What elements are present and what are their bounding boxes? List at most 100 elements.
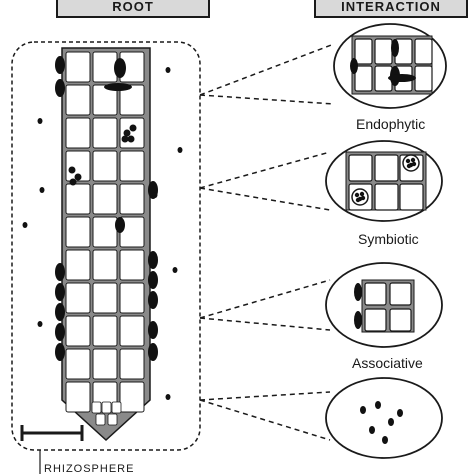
tissue-cell bbox=[414, 65, 433, 92]
bacterium bbox=[55, 79, 65, 97]
root-cell bbox=[65, 381, 91, 413]
bacterium bbox=[37, 118, 43, 124]
oval-content bbox=[345, 35, 433, 444]
scale-label: RHIZOSPHERE bbox=[44, 463, 135, 475]
bacterium bbox=[388, 74, 416, 82]
bacterium bbox=[354, 192, 360, 198]
tissue-cell bbox=[399, 183, 424, 211]
root-cell bbox=[92, 84, 118, 116]
bacterium bbox=[55, 56, 65, 74]
interaction-header: INTERACTION bbox=[314, 0, 468, 18]
tissue-cell bbox=[364, 308, 387, 332]
bacterium bbox=[354, 311, 362, 329]
tissue-cell bbox=[374, 154, 399, 182]
bacterium bbox=[148, 321, 158, 339]
bacterium bbox=[405, 158, 411, 164]
root-header: ROOT bbox=[56, 0, 210, 18]
free-living-oval bbox=[325, 377, 443, 459]
root-cell bbox=[119, 348, 145, 380]
bacterium bbox=[148, 343, 158, 361]
root-cap-cell bbox=[95, 413, 106, 426]
bacterium bbox=[55, 263, 65, 281]
bacterium bbox=[74, 173, 82, 181]
bacterium bbox=[127, 135, 135, 143]
connector-lines bbox=[199, 43, 335, 441]
bacterium bbox=[388, 418, 394, 426]
tissue-cell bbox=[374, 38, 393, 65]
associative-label: Associative bbox=[352, 355, 423, 371]
root-cap-cell bbox=[101, 401, 112, 414]
bacterium bbox=[114, 58, 126, 78]
bacterium bbox=[391, 39, 399, 57]
bacterium bbox=[350, 58, 358, 74]
root-header-label: ROOT bbox=[112, 0, 154, 14]
tissue-cell bbox=[414, 38, 433, 65]
bacterium bbox=[148, 291, 158, 309]
tissue-cell bbox=[354, 65, 373, 92]
bacterium bbox=[22, 222, 28, 228]
symbiotic-label: Symbiotic bbox=[358, 231, 419, 247]
bacterium bbox=[55, 303, 65, 321]
root-cell bbox=[65, 315, 91, 347]
root-cell bbox=[65, 282, 91, 314]
bacterium bbox=[165, 394, 171, 400]
bacterium bbox=[104, 83, 132, 91]
root-cell bbox=[65, 348, 91, 380]
root-cell bbox=[92, 348, 118, 380]
root-cell bbox=[119, 381, 145, 413]
bacterium bbox=[152, 192, 158, 198]
bacterium bbox=[411, 161, 417, 167]
bacteria bbox=[22, 56, 183, 400]
bacterium bbox=[375, 401, 381, 409]
bacterium bbox=[406, 163, 412, 169]
bacterium bbox=[55, 283, 65, 301]
tissue-cell bbox=[354, 38, 373, 65]
bacterium bbox=[382, 436, 388, 444]
tissue-cell bbox=[389, 308, 412, 332]
root-cell bbox=[119, 282, 145, 314]
bacterium bbox=[360, 195, 366, 201]
root-cell bbox=[92, 150, 118, 182]
bacterium bbox=[123, 129, 131, 137]
root-cell bbox=[92, 315, 118, 347]
root-cell bbox=[119, 150, 145, 182]
bacterium bbox=[121, 135, 129, 143]
root-cell bbox=[119, 315, 145, 347]
tissue-cell bbox=[348, 154, 373, 182]
bacterium bbox=[39, 187, 45, 193]
root-cell bbox=[92, 249, 118, 281]
root-cell bbox=[119, 249, 145, 281]
bacterium bbox=[177, 147, 183, 153]
bacterium bbox=[410, 157, 416, 163]
bacterium bbox=[68, 166, 76, 174]
tissue-cell bbox=[364, 282, 387, 306]
root-cell bbox=[65, 84, 91, 116]
bacterium bbox=[37, 321, 43, 327]
root-cell bbox=[65, 183, 91, 215]
scale-bar bbox=[20, 425, 84, 441]
bacterium bbox=[129, 124, 137, 132]
bacterium bbox=[69, 178, 77, 186]
root-cell bbox=[65, 216, 91, 248]
root-cap-cell bbox=[111, 401, 122, 414]
interaction-header-label: INTERACTION bbox=[341, 0, 441, 14]
root-cell bbox=[92, 51, 118, 83]
root-cell bbox=[92, 282, 118, 314]
root-cell bbox=[92, 183, 118, 215]
bacterium bbox=[355, 197, 361, 203]
rhizosphere-boundary bbox=[11, 41, 201, 451]
bacterium bbox=[360, 406, 366, 414]
tissue-cell bbox=[389, 282, 412, 306]
bacterium bbox=[397, 409, 403, 417]
bacterium bbox=[55, 323, 65, 341]
root-cell bbox=[92, 117, 118, 149]
root-cell bbox=[92, 216, 118, 248]
bacterium bbox=[354, 283, 362, 301]
tissue-cell bbox=[374, 183, 399, 211]
root-cell bbox=[65, 51, 91, 83]
bacterium bbox=[369, 426, 375, 434]
root-cell bbox=[65, 249, 91, 281]
bacterium bbox=[148, 271, 158, 289]
root-cell bbox=[65, 117, 91, 149]
